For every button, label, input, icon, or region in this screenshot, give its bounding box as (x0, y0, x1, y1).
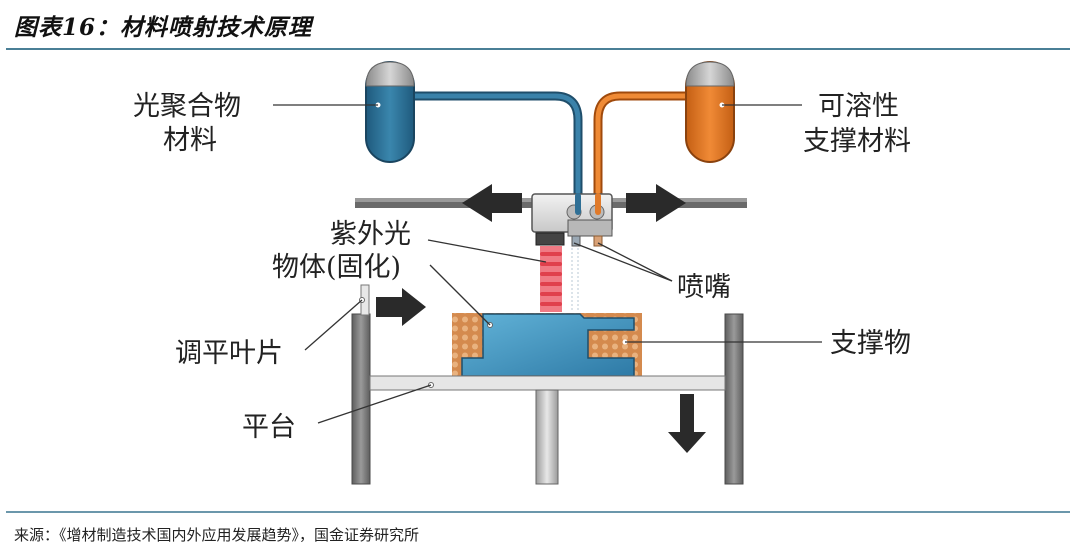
bottom-divider (6, 511, 1070, 513)
left-arrow-icon (462, 184, 522, 222)
cured-object (461, 313, 635, 377)
label-leveling-blade: 调平叶片 (175, 338, 283, 369)
label-photopolymer-line2: 材料 (163, 125, 217, 156)
blade-direction-arrow-icon (376, 288, 426, 326)
right-arrow-icon (626, 184, 686, 222)
platform-stem (535, 389, 559, 485)
source-note: 来源：《增材制造技术国内外应用发展趋势》，国金证券研究所 (14, 526, 420, 544)
label-support: 支撑物 (830, 328, 911, 359)
label-platform: 平台 (242, 412, 296, 443)
label-photopolymer-line1: 光聚合物 (133, 91, 241, 122)
left-frame-post (351, 313, 371, 485)
right-frame-post (724, 313, 744, 485)
uv-light-beam (540, 246, 562, 312)
top-divider (6, 48, 1070, 50)
soluble-support-tank (685, 61, 735, 163)
label-soluble-line2: 支撑材料 (803, 126, 911, 157)
figure-title: 图表16：材料喷射技术原理 (14, 14, 313, 41)
label-uv-line1: 紫外光 (330, 219, 411, 250)
leader-lines (273, 104, 822, 424)
photopolymer-tank (365, 61, 415, 163)
jet-droplets (571, 248, 579, 312)
label-soluble-line1: 可溶性 (818, 91, 899, 122)
label-uv-line2: 物体(固化) (272, 252, 401, 283)
label-nozzle: 喷嘴 (677, 272, 731, 303)
platform-down-arrow-icon (668, 394, 706, 453)
